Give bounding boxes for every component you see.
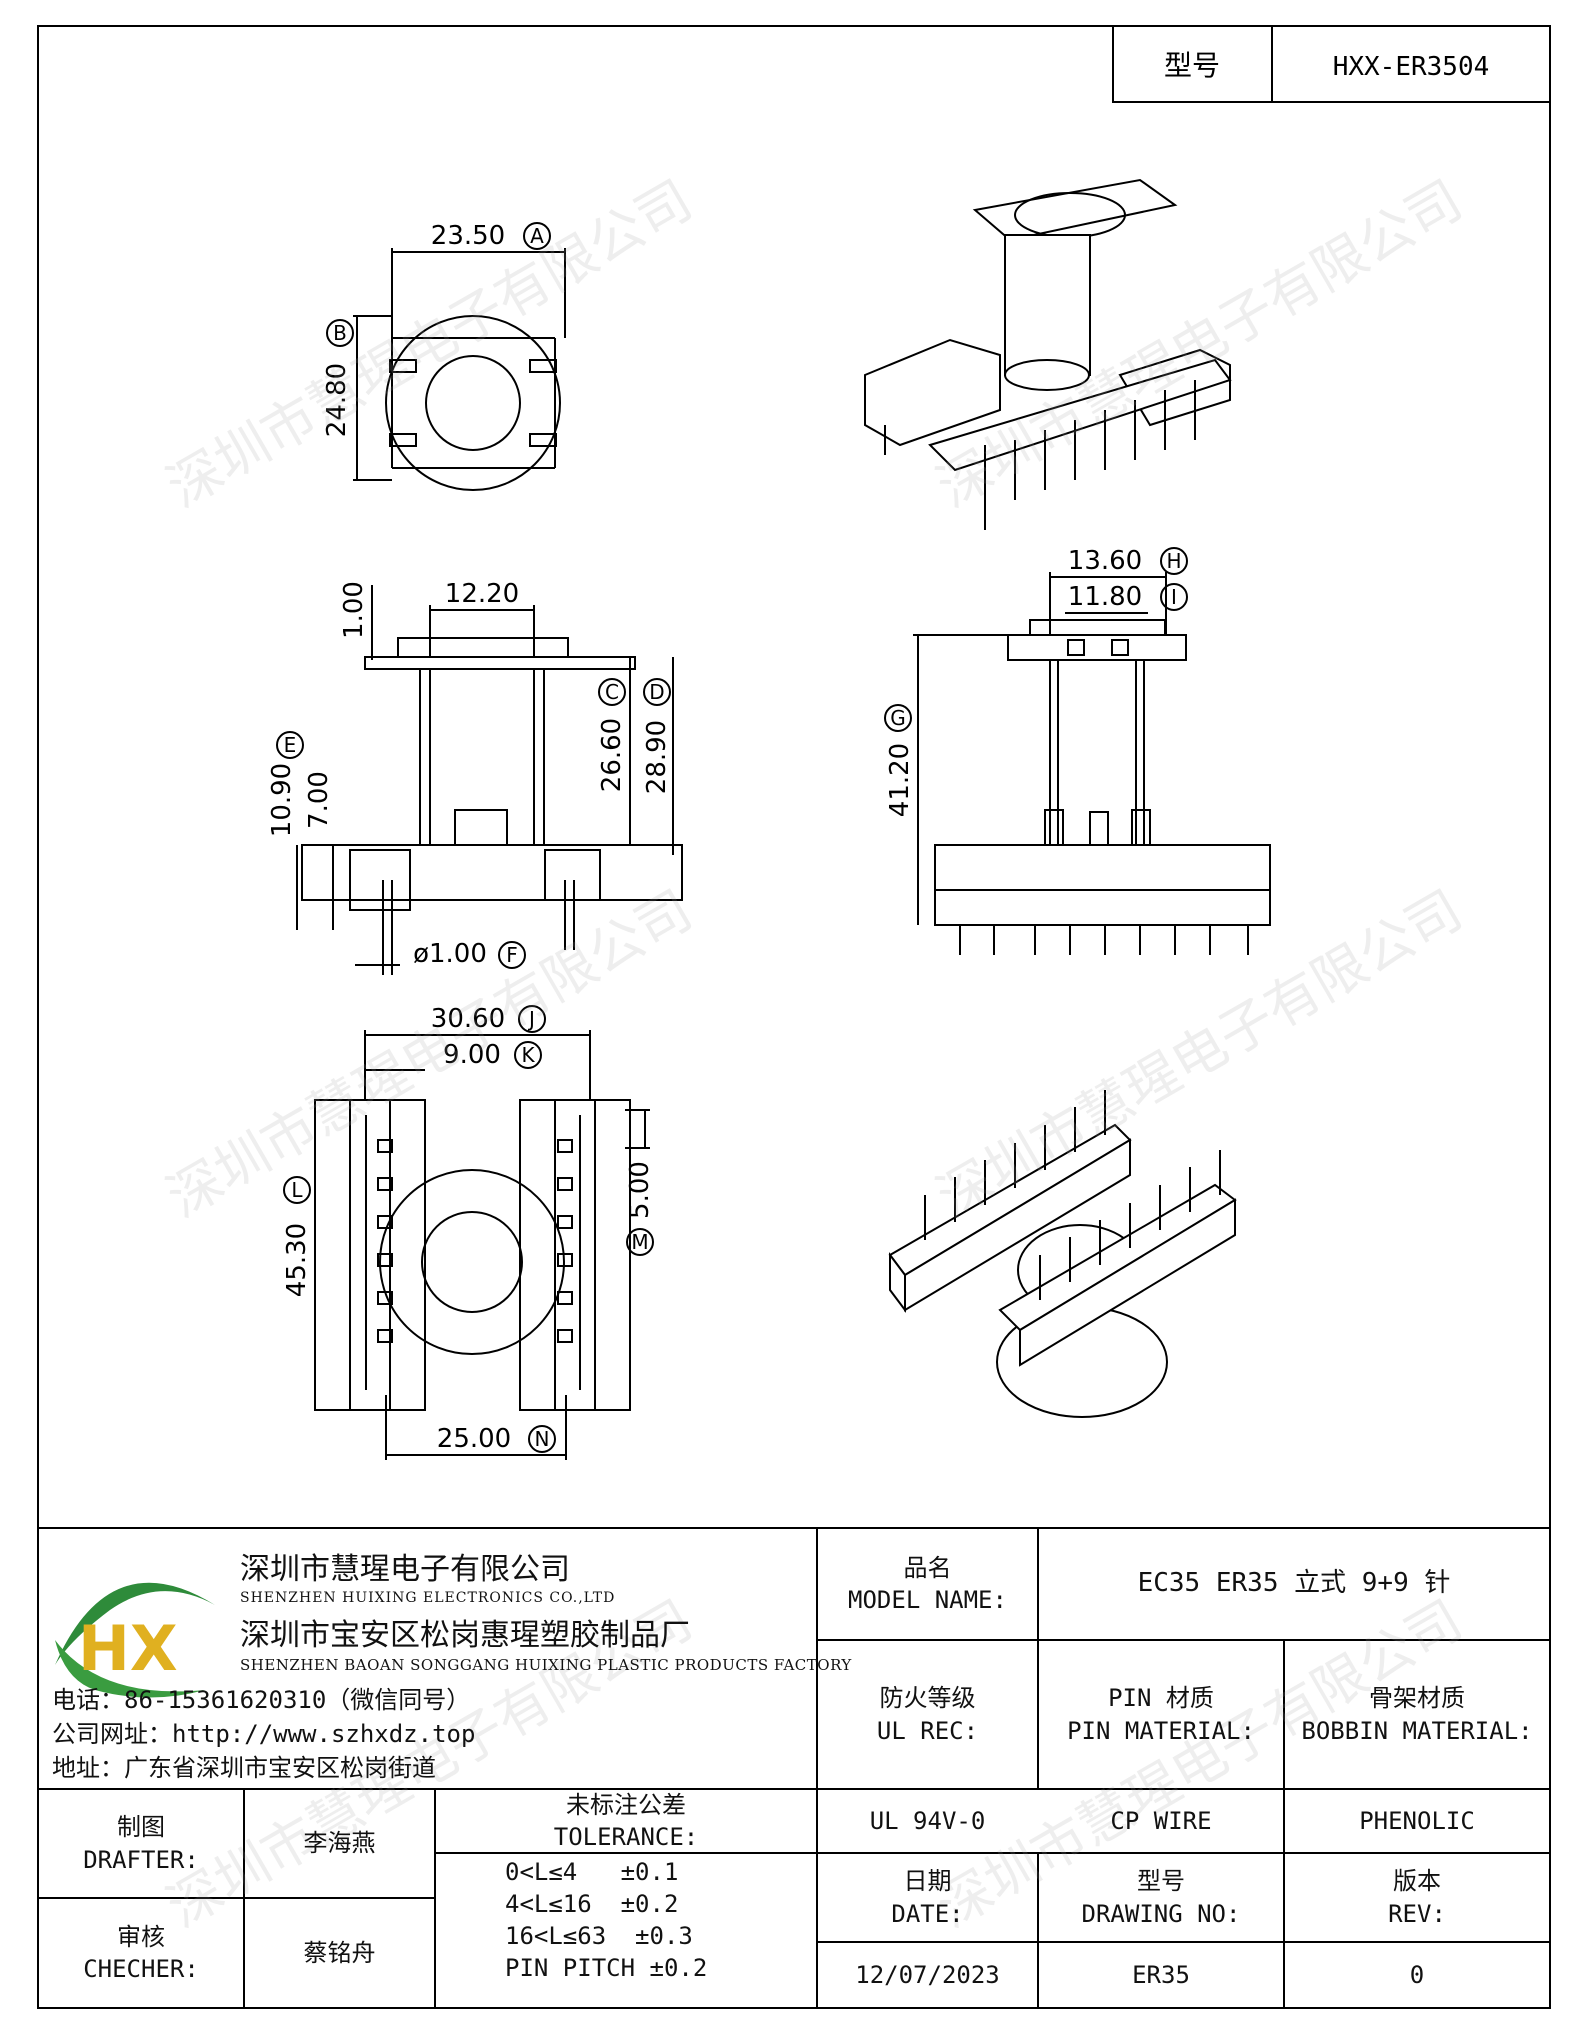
drafter-value: 李海燕 xyxy=(303,1829,376,1858)
iso-view-vertical xyxy=(864,178,1232,530)
dim-f: ø1.00 xyxy=(413,939,487,969)
company-name-cn: 深圳市慧瑆电子有限公司 xyxy=(240,1552,570,1587)
bottom-view xyxy=(314,1030,650,1460)
dim-e: 10.90 xyxy=(267,763,297,837)
pin-material-value: CP WIRE xyxy=(1110,1806,1212,1835)
tag-i: I xyxy=(1171,585,1177,609)
company-address: 地址：广东省深圳市宝安区松岗街道 xyxy=(52,1754,436,1782)
tolerance-line: 0<L≤4 ±0.1 xyxy=(505,1858,679,1886)
top-view xyxy=(353,248,566,491)
tag-c: C xyxy=(605,680,619,704)
model-name-value: EC35 ER35 立式 9+9 针 xyxy=(1137,1568,1451,1599)
factory-name-en: SHENZHEN BAOAN SONGGANG HUIXING PLASTIC … xyxy=(240,1656,852,1674)
model-label: 型号 xyxy=(1164,49,1220,82)
company-name-en: SHENZHEN HUIXING ELECTRONICS CO.,LTD xyxy=(240,1590,616,1606)
dim-b: 24.80 xyxy=(322,363,352,437)
model-value: HXX-ER3504 xyxy=(1333,52,1490,82)
dim-m: 5.00 xyxy=(625,1161,655,1219)
company-logo: HX xyxy=(55,1582,215,1698)
dim-j: 30.60 xyxy=(431,1004,505,1034)
checker-value: 蔡铭舟 xyxy=(303,1938,376,1967)
dim-k: 9.00 xyxy=(443,1040,501,1070)
dim-n: 25.00 xyxy=(437,1424,511,1454)
tag-a: A xyxy=(530,224,544,248)
tag-n: N xyxy=(535,1427,550,1451)
company-website: 公司网址：http://www.szhxdz.top xyxy=(52,1720,476,1748)
logo-text: HX xyxy=(78,1612,178,1685)
tag-h: H xyxy=(1166,549,1181,573)
tag-j: J xyxy=(527,1007,535,1031)
factory-name-cn: 深圳市宝安区松岗惠瑆塑胶制品厂 xyxy=(240,1618,690,1653)
tolerance-line: PIN PITCH ±0.2 xyxy=(505,1954,708,1982)
sheet-border xyxy=(37,25,1551,2009)
dim-a: 23.50 xyxy=(431,221,505,251)
tag-f: F xyxy=(506,943,518,967)
front-view xyxy=(296,585,683,975)
tag-b: B xyxy=(333,321,347,345)
title-block-grid xyxy=(38,1527,1550,2008)
rev-value: 0 xyxy=(1409,1960,1425,1989)
tag-g: G xyxy=(890,706,906,730)
bobbin-material-value: PHENOLIC xyxy=(1359,1806,1475,1835)
tolerance-line: 4<L≤16 ±0.2 xyxy=(505,1890,679,1918)
tag-k: K xyxy=(521,1043,535,1067)
tag-l: L xyxy=(291,1178,303,1202)
dim-d: 28.90 xyxy=(642,720,672,794)
iso-view-horizontal xyxy=(888,1090,1237,1418)
model-box: 型号 HXX-ER3504 xyxy=(1112,25,1551,103)
dim-g: 41.20 xyxy=(885,743,915,817)
dim-l: 45.30 xyxy=(282,1223,312,1297)
dim-c: 26.60 xyxy=(597,718,627,792)
tag-m: M xyxy=(631,1230,648,1254)
drawing-no-value: ER35 xyxy=(1132,1960,1190,1989)
date-value: 12/07/2023 xyxy=(855,1960,1000,1989)
dim-c-width: 12.20 xyxy=(445,579,519,609)
tag-d: D xyxy=(649,680,664,704)
dim-seven: 7.00 xyxy=(304,771,334,829)
company-phone: 电话：86-15361620310（微信同号） xyxy=(52,1686,471,1714)
side-view xyxy=(913,572,1271,955)
dim-i: 11.80 xyxy=(1068,582,1142,612)
dim-top-thickness: 1.00 xyxy=(339,581,369,639)
tag-e: E xyxy=(284,733,297,757)
dim-h: 13.60 xyxy=(1068,546,1142,576)
ul-rec-value: UL 94V-0 xyxy=(869,1806,986,1835)
tolerance-line: 16<L≤63 ±0.3 xyxy=(505,1922,693,1950)
